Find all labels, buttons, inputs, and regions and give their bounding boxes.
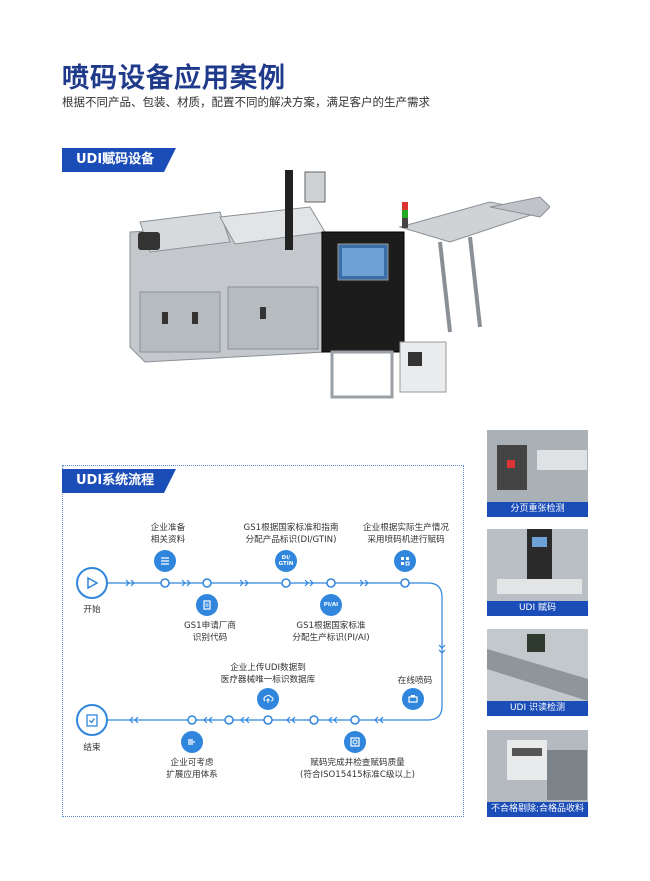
- step-gs1-di: GS1根据国家标准和指南 分配产品标识(DI/GTIN): [243, 523, 339, 545]
- thumbnail-image-udi-coding: [487, 529, 588, 601]
- udi-flow-panel: [62, 465, 464, 817]
- step-gs1-apply: GS1申请厂商 识别代码: [184, 621, 236, 643]
- step-online-print: 在线喷码: [397, 676, 433, 686]
- thumbnail-image-reject-collect: [487, 730, 588, 802]
- page-subtitle: 根据不同产品、包装、材质，配置不同的解决方案，满足客户的生产需求: [62, 95, 430, 109]
- section-tag-device: UDI赋码设备: [62, 148, 176, 172]
- document-icon: [196, 594, 218, 616]
- step-upload-udi: 企业上传UDI数据到 医疗器械唯一标识数据库: [220, 663, 316, 685]
- udi-coding-machine-image: [129, 170, 550, 399]
- step-extend-system: 企业可考虑 扩展应用体系: [166, 758, 218, 780]
- clipboard-check-icon: [76, 704, 108, 736]
- qr-code-icon: [394, 550, 416, 572]
- thumbnail-caption: 分页重张检测: [487, 502, 588, 517]
- play-icon: [76, 567, 108, 599]
- step-gs1-pi: GS1根据国家标准 分配生产标识(PI/AI): [292, 621, 370, 643]
- page-title: 喷码设备应用案例: [62, 63, 286, 94]
- list-icon: [154, 550, 176, 572]
- cloud-upload-icon: [257, 688, 279, 710]
- thumbnail-caption: 不合格剔除;合格品收料: [487, 802, 588, 817]
- share-network-icon: [181, 731, 203, 753]
- thumbnail-image-udi-reading: [487, 629, 588, 701]
- section-tag-flow: UDI系统流程: [62, 469, 176, 493]
- thumbnail-caption: UDI 赋码: [487, 601, 588, 616]
- inspect-icon: [344, 731, 366, 753]
- step-choose-printer: 企业根据实际生产情况 采用喷码机进行赋码: [363, 523, 449, 545]
- thumbnail-image-page-detect: [487, 430, 588, 502]
- step-enterprise-prepare: 企业准备 相关资料: [150, 523, 186, 545]
- printer-icon: [402, 688, 424, 710]
- step-verify-quality: 赋码完成并检查赋码质量 (符合ISO15415标准C级以上): [300, 758, 415, 780]
- thumbnail-caption: UDI 识读检测: [487, 701, 588, 716]
- end-label: 结束: [83, 743, 101, 753]
- pi-ai-icon: PI/AI: [320, 594, 342, 616]
- start-label: 开始: [83, 605, 101, 615]
- di-gtin-icon: DI/ GTIN: [275, 550, 297, 572]
